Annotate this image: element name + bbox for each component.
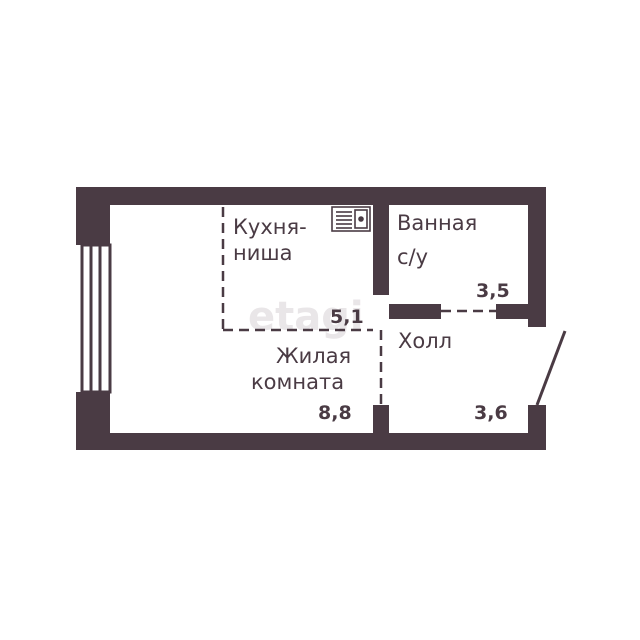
wall-top <box>76 187 546 205</box>
living-room-label: комната <box>251 370 344 394</box>
outer-walls <box>76 187 546 450</box>
sink-outline <box>331 206 371 232</box>
window-frame <box>80 243 112 394</box>
sink-drain <box>358 216 364 222</box>
wall-kitchen-bath <box>373 205 389 295</box>
wall-bottom <box>76 433 546 450</box>
internal-walls <box>373 205 528 433</box>
wall-right-lower <box>528 405 546 450</box>
wall-bath-right-stub <box>496 304 528 319</box>
wall-living-hall-lower <box>373 405 389 433</box>
watermark: etagi <box>248 294 364 340</box>
wall-left-upper <box>76 187 110 245</box>
zone-boundaries <box>221 207 496 405</box>
entrance-door <box>535 330 567 406</box>
sink-icon <box>331 206 371 232</box>
wall-bath-left-stub <box>389 304 441 319</box>
wall-right-upper <box>528 187 546 327</box>
kitchen-label: ниша <box>233 241 292 265</box>
bathroom-label: Ванная <box>397 211 477 235</box>
bathroom-area: 3,5 <box>476 280 510 302</box>
living-room-label: Жилая <box>276 344 351 368</box>
kitchen-label: Кухня- <box>233 215 307 239</box>
window <box>80 243 112 394</box>
wall-left-lower <box>76 392 110 450</box>
bathroom-label: с/у <box>397 245 428 269</box>
kitchen-area: 5,1 <box>330 306 364 328</box>
hall-area: 3,6 <box>474 402 508 424</box>
living-room-area: 8,8 <box>318 402 352 424</box>
sink-bowl <box>354 209 368 229</box>
hall-label: Холл <box>398 329 452 353</box>
